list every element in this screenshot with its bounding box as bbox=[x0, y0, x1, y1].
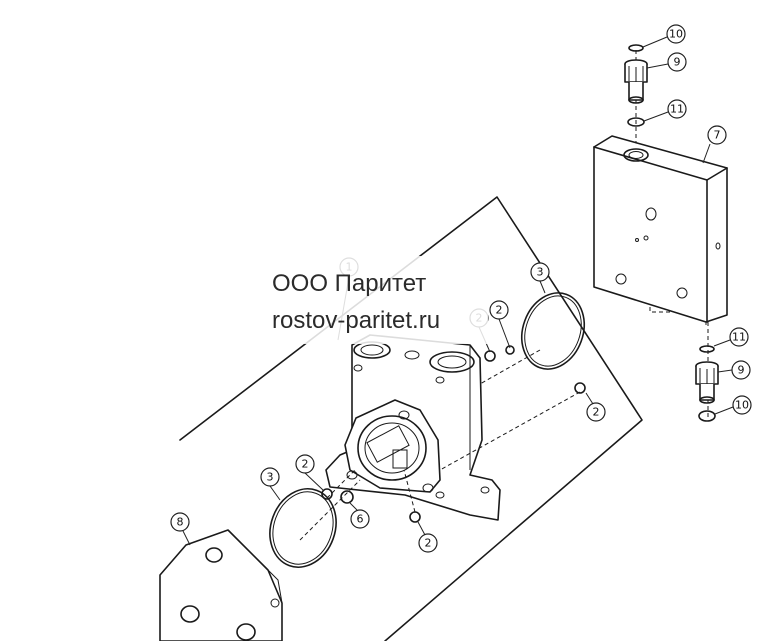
svg-text:7: 7 bbox=[714, 129, 721, 142]
callout-2-left: 2 bbox=[295, 454, 324, 491]
callout-2-bottom: 2 bbox=[417, 521, 438, 553]
upper-fitting bbox=[624, 44, 648, 127]
callout-8: 8 bbox=[170, 512, 191, 546]
o-ring-upper bbox=[521, 292, 585, 370]
svg-text:2: 2 bbox=[302, 458, 309, 471]
callout-9-lower: 9 bbox=[717, 360, 751, 380]
svg-text:2: 2 bbox=[425, 537, 432, 550]
lower-fitting bbox=[695, 345, 719, 422]
svg-text:11: 11 bbox=[670, 103, 684, 116]
cover-plate bbox=[159, 529, 283, 641]
valve-body bbox=[325, 334, 501, 521]
svg-text:9: 9 bbox=[674, 56, 681, 69]
watermark-backdrop bbox=[248, 256, 488, 344]
callout-2-top-right: 2 bbox=[489, 300, 511, 349]
callout-3-lower: 3 bbox=[260, 467, 281, 501]
side-block bbox=[593, 135, 728, 323]
callout-9-upper: 9 bbox=[646, 52, 687, 72]
svg-text:8: 8 bbox=[177, 516, 184, 529]
callout-2-right: 2 bbox=[585, 392, 606, 422]
svg-text:10: 10 bbox=[669, 28, 683, 41]
svg-text:10: 10 bbox=[735, 399, 749, 412]
callout-10-lower: 10 bbox=[714, 395, 752, 415]
svg-text:6: 6 bbox=[357, 513, 364, 526]
callout-3-upper: 3 bbox=[530, 262, 550, 294]
watermark-website: rostov-paritet.ru bbox=[272, 307, 441, 334]
callout-11-lower: 11 bbox=[713, 327, 749, 347]
callout-11-upper: 11 bbox=[643, 99, 687, 122]
callout-7: 7 bbox=[702, 125, 727, 164]
watermark-company: ООО Паритет bbox=[272, 270, 427, 297]
svg-text:2: 2 bbox=[593, 406, 600, 419]
callout-6: 6 bbox=[349, 502, 370, 529]
svg-text:2: 2 bbox=[496, 304, 503, 317]
svg-text:11: 11 bbox=[732, 331, 746, 344]
callout-10-upper: 10 bbox=[642, 24, 686, 48]
svg-text:3: 3 bbox=[537, 266, 544, 279]
svg-text:9: 9 bbox=[738, 364, 745, 377]
svg-text:3: 3 bbox=[267, 471, 274, 484]
o-ring-lower bbox=[269, 488, 337, 568]
